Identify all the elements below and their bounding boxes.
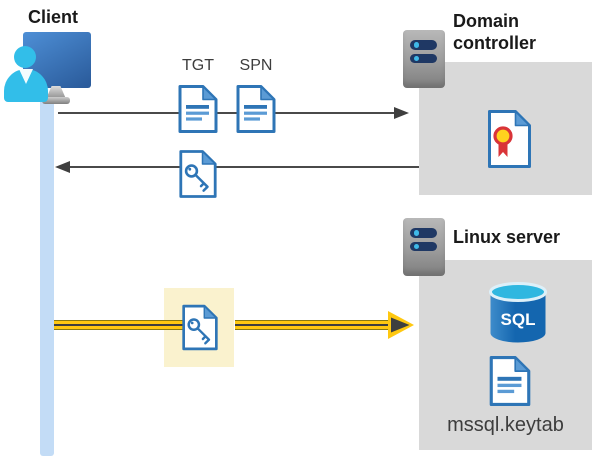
domain-controller-label: Domain controller (453, 11, 537, 53)
highlighted-key-ticket-icon (182, 304, 218, 351)
keytab-label: mssql.keytab (447, 414, 564, 436)
sql-database-icon: SQL (489, 282, 547, 343)
certificate-icon (488, 110, 531, 168)
sql-badge-text: SQL (501, 310, 536, 329)
tgt-label: TGT (182, 57, 214, 74)
server-led-icon (413, 243, 419, 249)
monitor-stand (46, 86, 66, 99)
monitor-stand-base (42, 97, 70, 104)
server-led-icon (413, 55, 419, 61)
spn-label: SPN (239, 57, 273, 74)
arrow-right-icon (394, 107, 409, 119)
spn-document-icon (236, 85, 276, 133)
client-lifeline-bar (40, 94, 54, 456)
keytab-transfer-arrow (54, 320, 217, 330)
person-icon (14, 46, 36, 68)
client-computer-icon (0, 0, 110, 120)
yellow-arrow-icon (388, 311, 414, 339)
client-label: Client (28, 7, 79, 27)
auth-request-arrow (58, 112, 396, 114)
domain-controller-server-icon (403, 30, 445, 88)
auth-response-arrow (68, 166, 419, 168)
linux-server-icon (403, 218, 445, 276)
linux-server-label: Linux server (453, 227, 561, 247)
tgt-document-icon (178, 85, 218, 133)
arrow-left-icon (55, 161, 70, 173)
keytab-document-icon (489, 356, 531, 406)
key-ticket-icon (179, 150, 217, 198)
keytab-transfer-arrow-segment (235, 320, 390, 330)
server-led-icon (413, 230, 419, 236)
server-led-icon (413, 42, 419, 48)
